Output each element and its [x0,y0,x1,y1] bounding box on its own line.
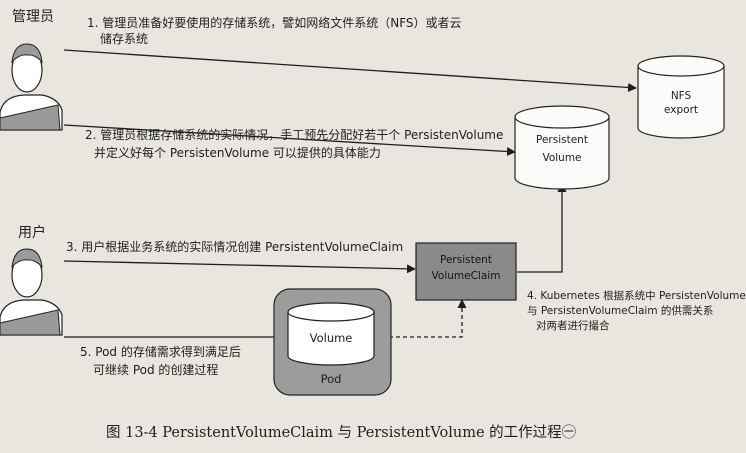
admin-person-icon [0,43,63,131]
step4-text-line3: 对两者进行撮合 [536,320,610,332]
pv-label-line1: Persistent [536,134,588,146]
admin-label: 管理员 [12,9,54,25]
user-person-icon [0,248,63,336]
arrow-pvc-to-pv [517,183,567,273]
arrow-step2 [63,124,516,157]
nfs-label-line2: export [663,104,698,116]
volume-cylinder [287,302,375,366]
pvc-label-line2: VolumeClaim [431,270,501,282]
nfs-export-cylinder [637,55,725,139]
arrow-volume-to-pvc [375,299,467,338]
persistent-volume-cylinder [514,105,610,190]
step4-text-line1: 4. Kubernetes 根据系统中 PersistenVolume [527,290,746,302]
step2-text-line1: 2. 管理员根据存储系统的实际情况，手工预先分配好若干个 PersistenVo… [85,128,504,142]
workflow-diagram [0,43,725,396]
figure-caption: 图 13-4 PersistentVolumeClaim 与 Persisten… [106,425,577,441]
pv-label-line2: Volume [542,152,582,164]
volume-label: Volume [309,331,353,345]
step2-text-line2: 并定义好每个 PersistenVolume 可以提供的具体能力 [94,146,381,160]
step3-text: 3. 用户根据业务系统的实际情况创建 PersistentVolumeClaim [66,240,404,254]
step4-text-line2: 与 PersistenVolumeClaim 的供需关系 [527,305,714,317]
pvc-box [415,242,517,301]
pvc-label-line1: Persistent [440,254,492,266]
step5-text-line2: 可继续 Pod 的创建过程 [93,363,219,377]
nfs-label-line1: NFS [670,90,692,102]
user-label: 用户 [18,225,46,241]
arrow-step3 [63,260,416,274]
step5-text-line1: 5. Pod 的存储需求得到满足后 [80,345,241,359]
pod-label: Pod [320,372,342,386]
step1-text-line2: 储存系统 [100,32,149,46]
step1-text-line1: 1. 管理员准备好要使用的存储系统，譬如网络文件系统（NFS）或者云 [87,16,462,30]
arrow-step1 [63,49,637,92]
